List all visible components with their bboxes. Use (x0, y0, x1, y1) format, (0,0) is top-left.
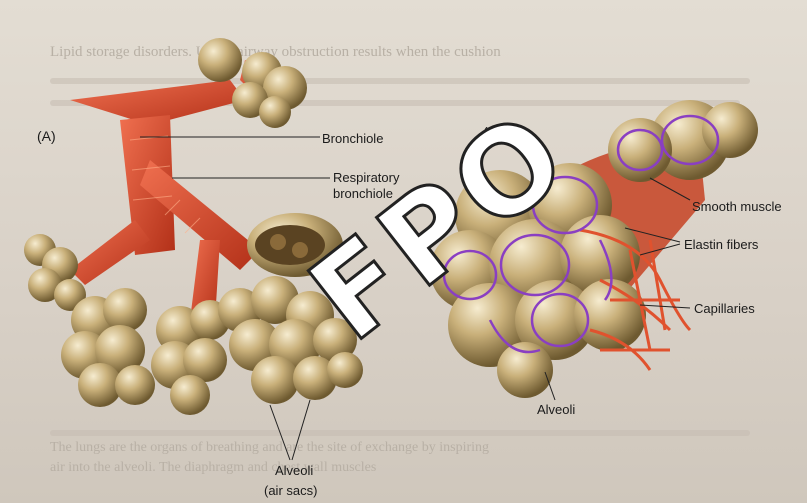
label-capillaries: Capillaries (694, 301, 755, 317)
label-alveoli-b: Alveoli (537, 402, 575, 418)
panel-label-a: (A) (37, 128, 56, 144)
label-alveoli-a-line2: (air sacs) (264, 483, 317, 499)
label-alveoli-a-line1: Alveoli (275, 463, 313, 479)
label-smooth-muscle: Smooth muscle (692, 199, 782, 215)
label-bronchiole: Bronchiole (322, 131, 383, 147)
alveolus (702, 102, 758, 158)
alveolar-sac-cluster (151, 300, 230, 415)
label-elastin-fibers: Elastin fibers (684, 237, 758, 253)
panel-a-diagram (24, 38, 363, 415)
